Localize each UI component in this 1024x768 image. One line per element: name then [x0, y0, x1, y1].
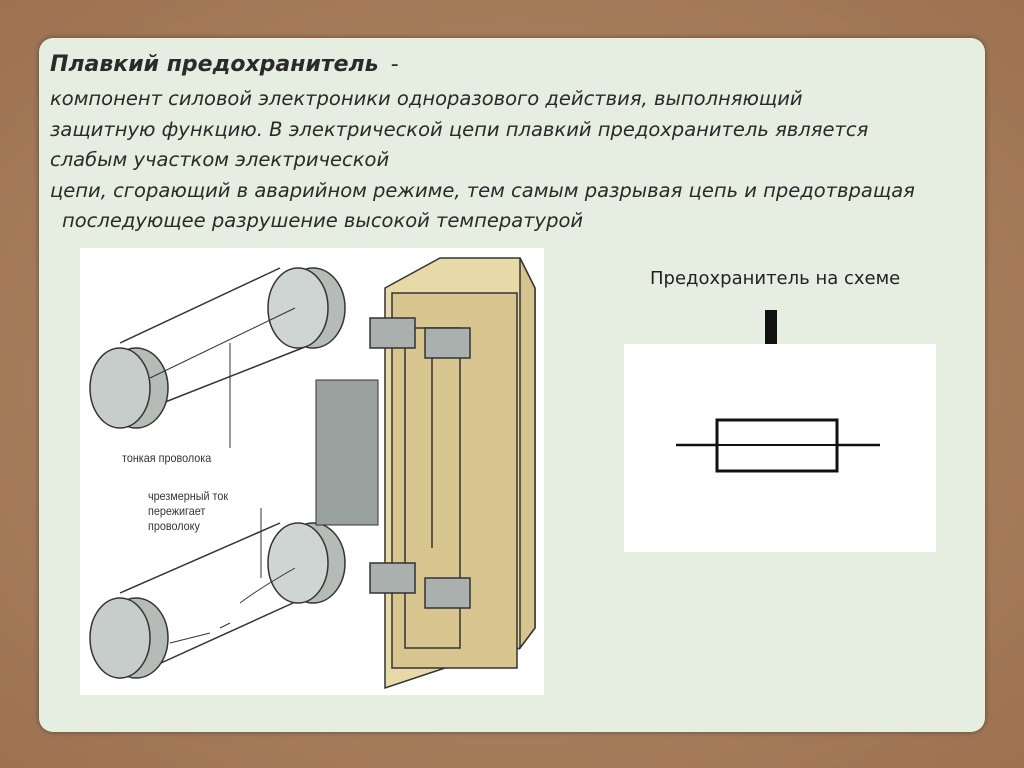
- title-dash: -: [390, 52, 399, 77]
- body-line: слабым участком электрической: [50, 148, 390, 171]
- fuse-cartridge-blown: [89, 508, 346, 679]
- body-line: последующее разрушение высокой температу…: [62, 209, 584, 232]
- slide-title: Плавкий предохранитель-: [50, 52, 399, 77]
- body-line: компонент силовой электроники одноразово…: [50, 87, 803, 110]
- fuse-schematic-symbol: [624, 344, 936, 552]
- fuse-illustration: тонкая проволока чрезмерный ток пережига…: [80, 248, 544, 695]
- fuse-drawing: [89, 257, 536, 690]
- label-overcurrent: чрезмерный ток пережигает проволоку: [148, 489, 228, 534]
- fuse-cartridge-intact: [89, 267, 346, 448]
- body-line: цепи, сгорающий в аварийном режиме, тем …: [50, 178, 915, 202]
- definition-text: компонент силовой электроники одноразово…: [50, 84, 915, 237]
- scheme-label: Предохранитель на схеме: [650, 268, 901, 289]
- label-line: проволоку: [148, 519, 200, 533]
- label-line: пережигает: [148, 504, 206, 518]
- body-line: защитную функцию. В электрической цепи п…: [50, 117, 869, 141]
- fuse-holder: [369, 257, 536, 690]
- fuse-plate: [315, 379, 379, 526]
- label-line: чрезмерный ток: [148, 489, 229, 503]
- label-thin-wire: тонкая проволока: [122, 451, 212, 465]
- fuse-symbol: [676, 418, 880, 473]
- title-text: Плавкий предохранитель: [50, 52, 379, 77]
